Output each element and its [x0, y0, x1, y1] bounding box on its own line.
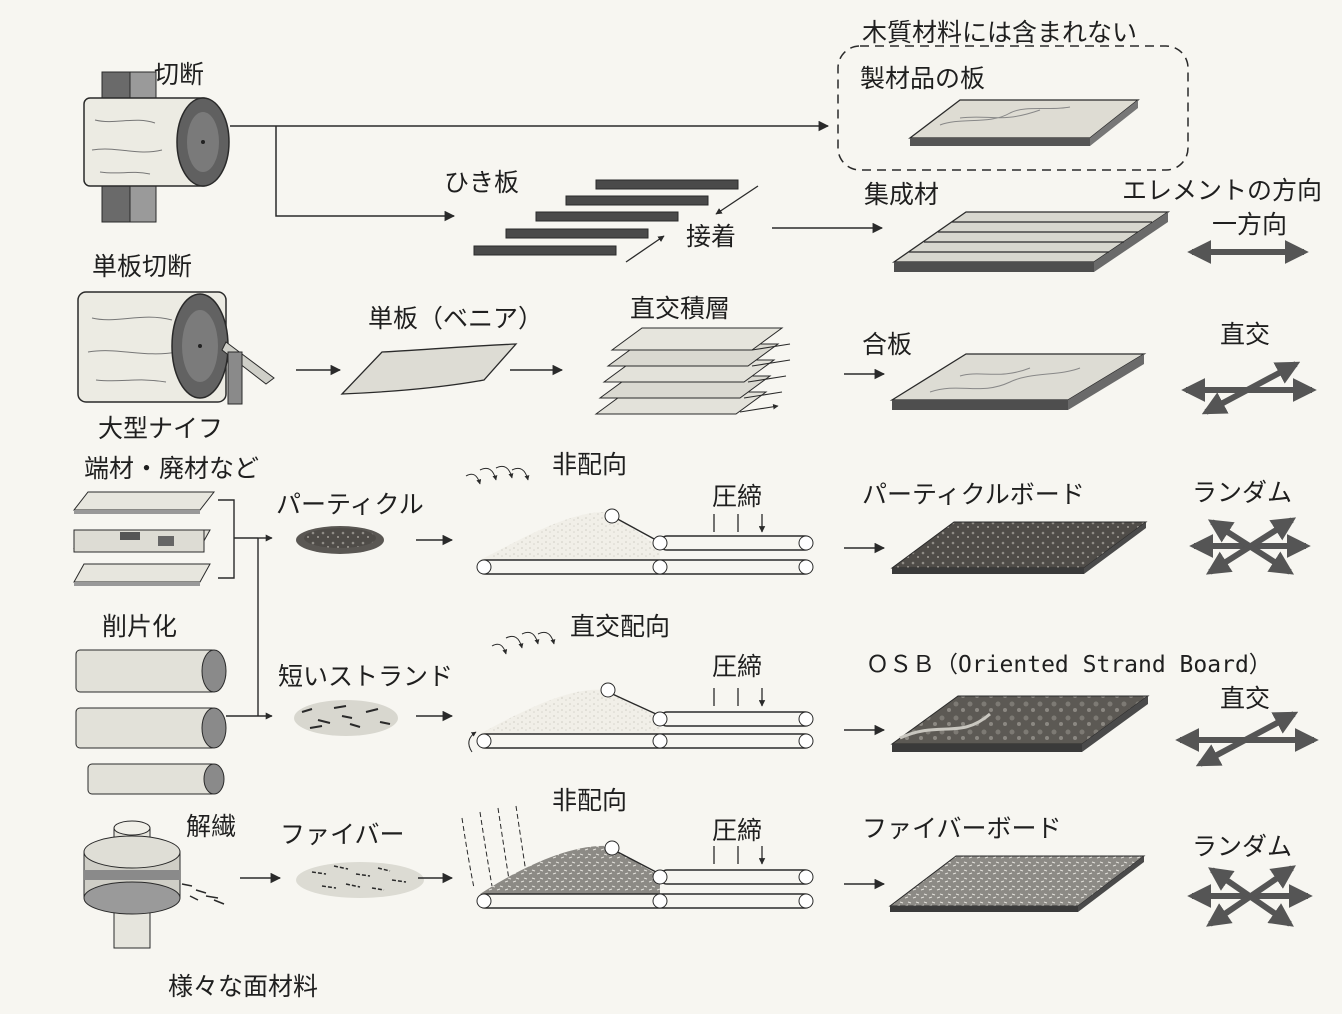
- press-line-3: [476, 840, 814, 909]
- random-arrows-icon-2: [1187, 865, 1313, 927]
- scatter-arrows-2: [491, 631, 556, 655]
- sawing-log: [83, 71, 230, 223]
- label-one-direction: 一方向: [1212, 210, 1288, 239]
- offcut-pieces: [72, 491, 216, 586]
- label-cut: 切断: [154, 60, 205, 89]
- particleboard-shape: [890, 521, 1148, 574]
- strand-pile: [294, 700, 398, 736]
- cross-lamination-stack: [594, 327, 791, 415]
- label-plywood: 合板: [862, 330, 913, 359]
- bond-arrow-bottom: [625, 235, 665, 263]
- label-fiberboard: ファイバーボード: [862, 814, 1062, 843]
- label-press-1: 圧締: [712, 482, 763, 511]
- label-lamina: ひき板: [444, 168, 520, 197]
- label-non-oriented-1: 非配向: [552, 450, 628, 479]
- label-press-2: 圧締: [712, 652, 763, 681]
- label-random-1: ランダム: [1192, 478, 1293, 507]
- defibrator: [83, 820, 225, 949]
- offcut-bracket: [218, 499, 258, 579]
- label-sawn-board: 製材品の板: [860, 64, 986, 93]
- label-cross-oriented: 直交配向: [570, 612, 671, 641]
- label-press-3: 圧締: [712, 816, 763, 845]
- press-line-2: [468, 682, 814, 753]
- label-orthogonal-2: 直交: [1220, 684, 1271, 713]
- label-orthogonal-1: 直交: [1220, 320, 1271, 349]
- label-bonding: 接着: [686, 222, 737, 251]
- label-non-oriented-2: 非配向: [552, 786, 628, 815]
- fiberboard-shape: [888, 855, 1146, 912]
- caption: 様々な面材料: [168, 972, 319, 1001]
- rotary-log: [77, 291, 275, 405]
- label-veneer: 単板（ベニア）: [368, 304, 544, 333]
- flaking-logs: [75, 649, 227, 795]
- label-veneer-cut: 単板切断: [92, 252, 193, 281]
- press-line-1: [476, 508, 814, 575]
- scatter-arrows-1: [465, 465, 530, 485]
- label-element-direction: エレメントの方向: [1122, 176, 1323, 205]
- label-random-2: ランダム: [1192, 832, 1293, 861]
- osb-shape: [890, 695, 1150, 752]
- orthogonal-arrows-icon-1: [1181, 361, 1317, 415]
- random-arrows-icon-1: [1189, 517, 1311, 575]
- label-not-wood-material: 木質材料には含まれない: [862, 18, 1138, 47]
- label-short-strand: 短いストランド: [278, 662, 454, 691]
- label-offcuts: 端材・廃材など: [84, 454, 260, 483]
- sawn-board-shape: [908, 99, 1140, 146]
- label-defibration: 解繊: [186, 812, 237, 841]
- glulam-shape: [891, 211, 1171, 272]
- label-particle: パーティクル: [276, 490, 424, 519]
- particle-pile: [296, 526, 384, 554]
- fiber-pile: [296, 862, 424, 898]
- orthogonal-arrows-icon-2: [1175, 711, 1319, 767]
- plywood-shape: [889, 353, 1147, 410]
- excluded-box: [837, 45, 1189, 171]
- label-osb: ＯＳＢ（Oriented Strand Board）: [866, 652, 1272, 678]
- lamina-strips: [473, 179, 739, 256]
- label-particleboard: パーティクルボード: [862, 480, 1085, 509]
- arrow-to-lamina: [275, 126, 456, 222]
- veneer-sheet: [340, 343, 518, 395]
- label-flaking: 削片化: [102, 612, 178, 641]
- label-cross-lamination: 直交積層: [630, 294, 731, 323]
- label-glulam: 集成材: [864, 180, 940, 209]
- bond-arrow-top: [715, 185, 759, 215]
- label-large-knife: 大型ナイフ: [98, 414, 224, 443]
- label-fiber: ファイバー: [280, 820, 405, 849]
